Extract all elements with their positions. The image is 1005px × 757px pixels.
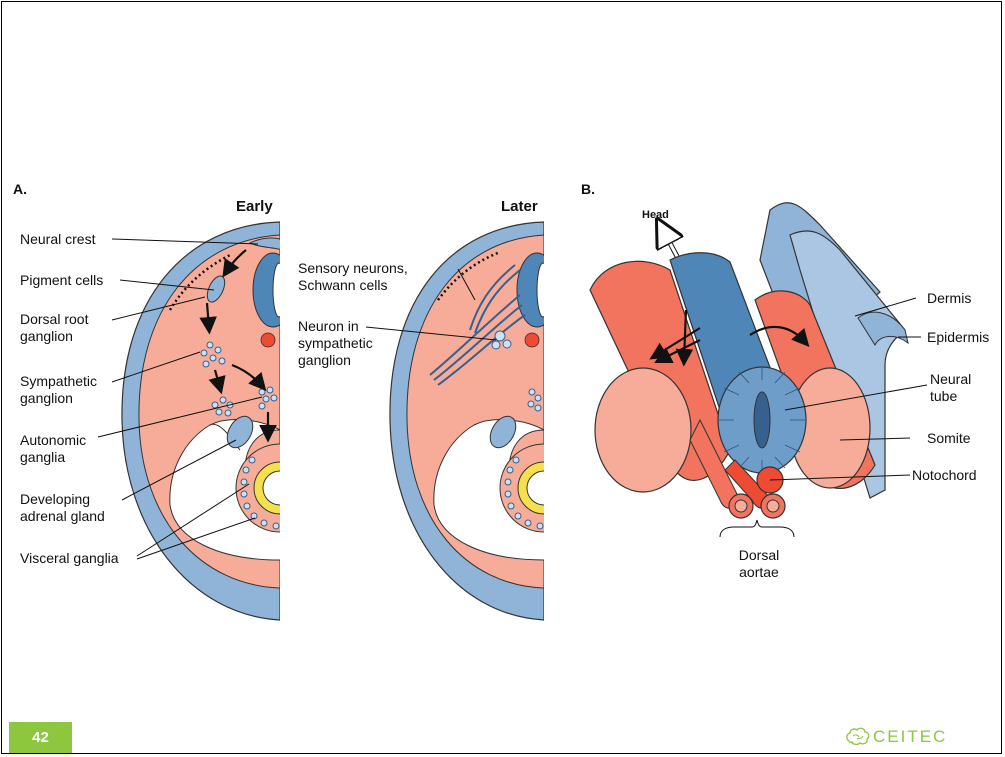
panel-a-label: A. [13,181,27,198]
label-notochord: Notochord [912,467,977,484]
label-head: Head [642,207,669,224]
label-autonomic-ganglia: Autonomic ganglia [20,432,86,466]
label-dorsal-root-ganglion: Dorsal root ganglion [20,311,88,345]
brain-logo-icon [845,726,871,748]
label-pigment-cells: Pigment cells [20,272,103,289]
label-epidermis: Epidermis [927,329,989,346]
later-title: Later [501,198,538,215]
panel-b-drawing [590,203,908,537]
label-somite: Somite [927,430,971,447]
label-sensory-neurons: Sensory neurons, Schwann cells [298,260,408,294]
early-title: Early [236,198,273,215]
label-neural-tube: Neural tube [930,371,971,405]
label-neuron-sympathetic-ganglion: Neuron in sympathetic ganglion [298,318,373,369]
early-section [122,222,324,620]
label-visceral-ganglia: Visceral ganglia [20,550,119,567]
label-dermis: Dermis [927,290,971,307]
label-sympathetic-ganglion: Sympathetic ganglion [20,373,97,407]
page-number-badge: 42 [9,722,72,753]
label-developing-adrenal-gland: Developing adrenal gland [20,491,105,525]
logo-text: CEITEC [873,726,947,748]
later-section [390,222,588,620]
ceitec-logo: CEITEC [843,726,993,748]
label-dorsal-aortae: Dorsal aortae [722,547,796,581]
panel-b-label: B. [581,181,595,198]
label-neural-crest: Neural crest [20,231,95,248]
